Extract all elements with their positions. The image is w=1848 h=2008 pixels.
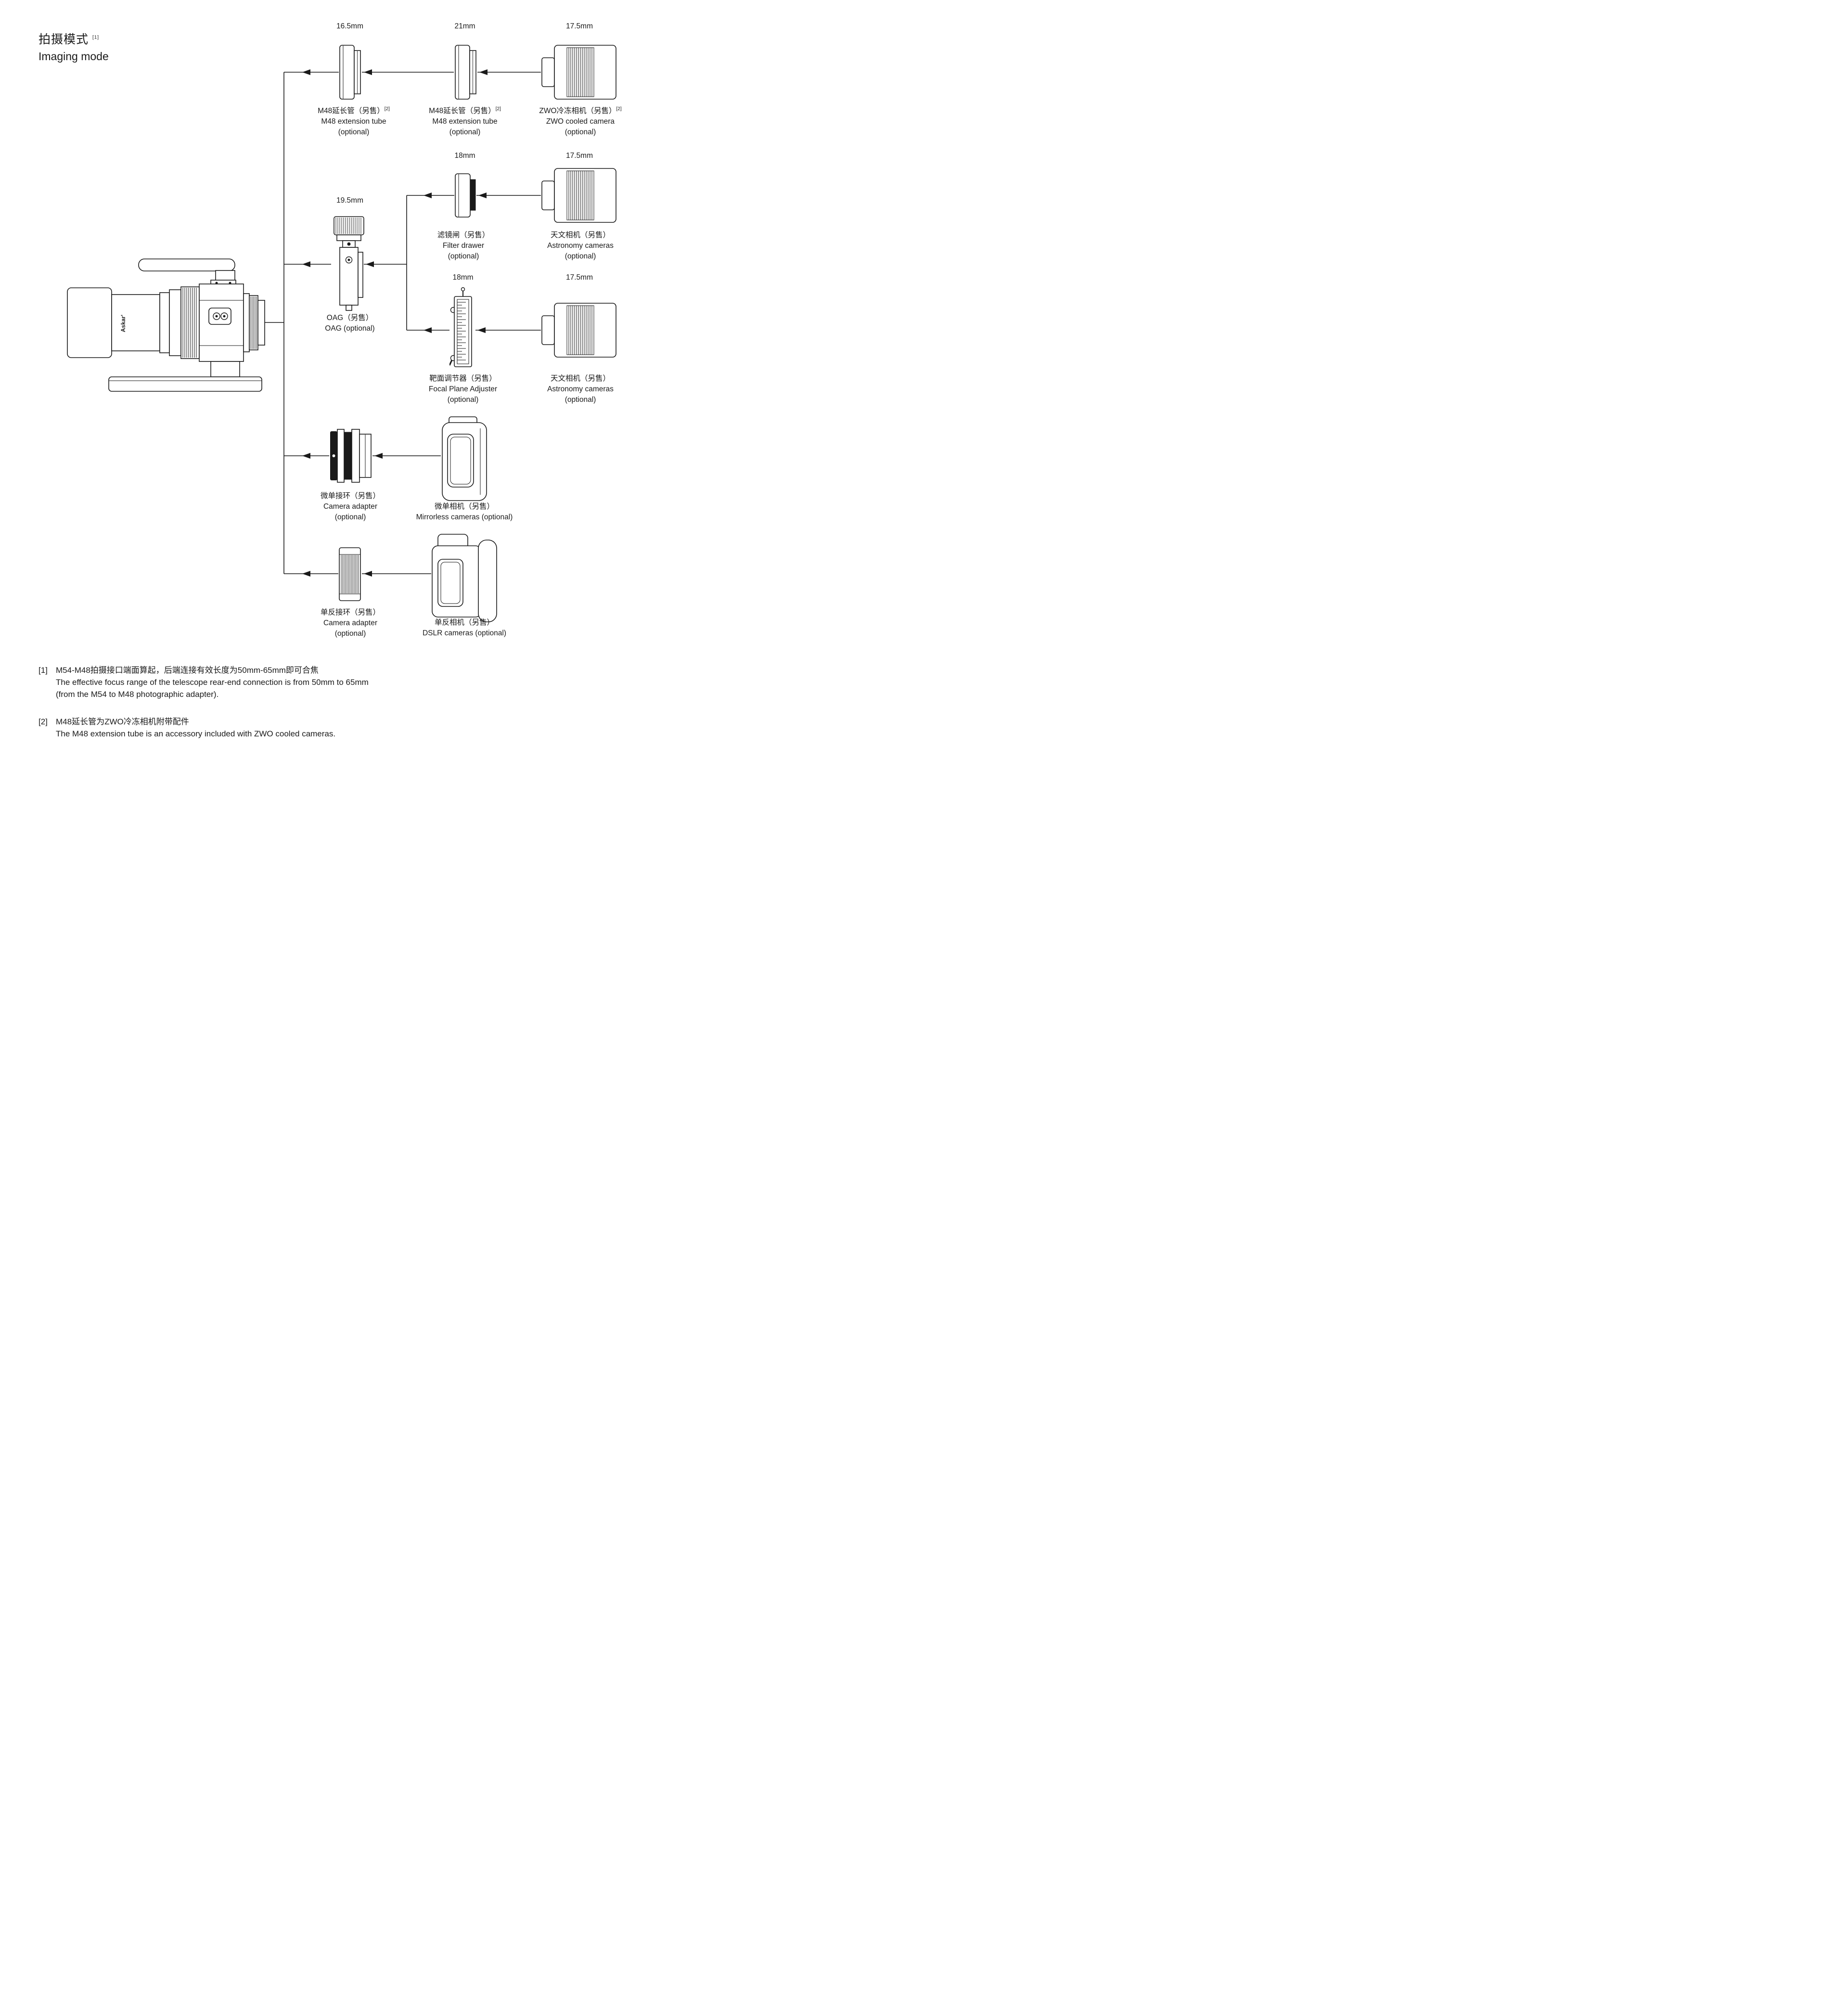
footnote-1-en-line2: (from the M54 to M48 photographic adapte… (56, 690, 219, 699)
footnote-2: [2] M48延长管为ZWO冷冻相机附带配件 The M48 extension… (38, 716, 568, 740)
zwo-cooled-camera-icon (541, 44, 617, 100)
caption-mirrorless-adapter: 微单接环（另售） Camera adapter (optional) (293, 491, 408, 523)
label-note: (optional) (449, 128, 481, 136)
connector-lines (265, 69, 541, 577)
label-en: Mirrorless cameras (optional) (416, 513, 513, 521)
label-note: (optional) (448, 252, 479, 260)
dslr-camera-icon (432, 534, 497, 622)
caption-astronomy-cameras-1: 天文相机（另售） Astronomy cameras (optional) (523, 230, 638, 262)
astronomy-camera-1-icon (541, 167, 617, 223)
label-en: Astronomy cameras (547, 242, 614, 250)
label-en: Filter drawer (442, 242, 485, 250)
label-zh: M48延长管（另售）[2] (429, 106, 501, 115)
label-zh: 单反相机（另售） (434, 618, 494, 627)
label-zh: 滤镜闸（另售） (437, 231, 490, 239)
m48-extension-tube-1-icon (339, 44, 362, 100)
telescope-icon: Askar' (67, 258, 265, 392)
label-en: Astronomy cameras (547, 385, 614, 393)
footnote-2-zh: M48延长管为ZWO冷冻相机附带配件 (56, 717, 189, 726)
footnote-ref: [1] (92, 35, 100, 40)
label-en: ZWO cooled camera (546, 117, 615, 126)
label-en: DSLR cameras (optional) (422, 629, 506, 637)
label-note: (optional) (447, 396, 479, 404)
oag-icon (334, 216, 364, 311)
caption-astronomy-cameras-2: 天文相机（另售） Astronomy cameras (optional) (523, 373, 638, 405)
page-title: 拍摄模式 [1] Imaging mode (38, 30, 109, 63)
dimension-label: 17.5mm (566, 273, 593, 282)
imaging-mode-diagram: 拍摄模式 [1] Imaging mode (0, 0, 693, 753)
caption-m48-extension-tube-2: M48延长管（另售）[2] M48 extension tube (option… (407, 106, 523, 138)
dslr-camera-adapter-icon (339, 547, 361, 601)
mirrorless-camera-adapter-icon (330, 429, 372, 483)
caption-oag: OAG（另售） OAG (optional) (292, 313, 408, 334)
label-zh: OAG（另售） (326, 314, 373, 322)
caption-m48-extension-tube-1: M48延长管（另售）[2] M48 extension tube (option… (296, 106, 411, 138)
dimension-label: 18mm (454, 152, 475, 160)
title-zh: 拍摄模式 [1] (38, 33, 100, 46)
caption-filter-drawer: 滤镜闸（另售） Filter drawer (optional) (406, 230, 521, 262)
label-note: (optional) (334, 513, 366, 521)
dimension-label: 16.5mm (336, 22, 363, 30)
filter-drawer-icon (455, 173, 476, 218)
focal-plane-adjuster-icon (449, 287, 472, 367)
label-en: Camera adapter (323, 502, 377, 511)
arrowhead-icons (302, 69, 488, 577)
astronomy-camera-2-icon (541, 302, 617, 358)
dimension-label: 21mm (454, 22, 475, 30)
footnote-ref: [2] (384, 106, 390, 112)
label-zh: 天文相机（另售） (550, 374, 610, 383)
footnote-2-marker: [2] (38, 717, 48, 726)
caption-dslr-adapter: 单反接环（另售） Camera adapter (optional) (293, 607, 408, 639)
label-note: (optional) (565, 396, 596, 404)
mirrorless-camera-icon (442, 416, 487, 501)
label-en: M48 extension tube (321, 117, 386, 126)
dimension-label: 19.5mm (336, 196, 363, 205)
label-zh: 微单接环（另售） (320, 492, 380, 500)
dimension-label: 17.5mm (566, 22, 593, 30)
label-zh: M48延长管（另售）[2] (318, 106, 390, 115)
footnote-1-marker: [1] (38, 666, 48, 675)
label-en: M48 extension tube (432, 117, 498, 126)
caption-zwo-cooled-camera: ZWO冷冻相机（另售）[2] ZWO cooled camera (option… (523, 106, 638, 138)
label-zh: 靶面调节器（另售） (429, 374, 497, 383)
footnote-2-en: The M48 extension tube is an accessory i… (56, 729, 336, 738)
footnote-1-zh: M54-M48拍摄接口端面算起，后端连接有效长度为50mm-65mm即可合焦 (56, 666, 319, 675)
label-en: Focal Plane Adjuster (428, 385, 498, 393)
m48-extension-tube-2-icon (454, 44, 477, 100)
title-en: Imaging mode (38, 50, 109, 63)
label-en: Camera adapter (323, 619, 377, 627)
dimension-label: 17.5mm (566, 152, 593, 160)
footnotes: [1] M54-M48拍摄接口端面算起，后端连接有效长度为50mm-65mm即可… (38, 664, 568, 753)
label-note: (optional) (565, 128, 596, 136)
label-note: (optional) (334, 630, 366, 638)
caption-focal-plane-adjuster: 靶面调节器（另售） Focal Plane Adjuster (optional… (405, 373, 521, 405)
footnote-ref: [2] (616, 106, 622, 112)
label-zh: 微单相机（另售） (434, 502, 494, 511)
label-zh: 天文相机（另售） (550, 231, 610, 239)
telescope-brand-label: Askar' (120, 315, 127, 332)
label-note: (optional) (565, 252, 596, 260)
label-zh: 单反接环（另售） (320, 608, 380, 617)
caption-dslr-camera: 单反相机（另售） DSLR cameras (optional) (392, 618, 537, 639)
dimension-label: 18mm (452, 273, 474, 282)
caption-mirrorless-camera: 微单相机（另售） Mirrorless cameras (optional) (392, 502, 537, 523)
label-zh: ZWO冷冻相机（另售）[2] (539, 106, 622, 115)
label-en: OAG (optional) (325, 324, 375, 333)
footnote-1-en-line1: The effective focus range of the telesco… (56, 678, 369, 687)
footnote-ref: [2] (495, 106, 501, 112)
label-note: (optional) (338, 128, 370, 136)
footnote-1: [1] M54-M48拍摄接口端面算起，后端连接有效长度为50mm-65mm即可… (38, 664, 568, 700)
